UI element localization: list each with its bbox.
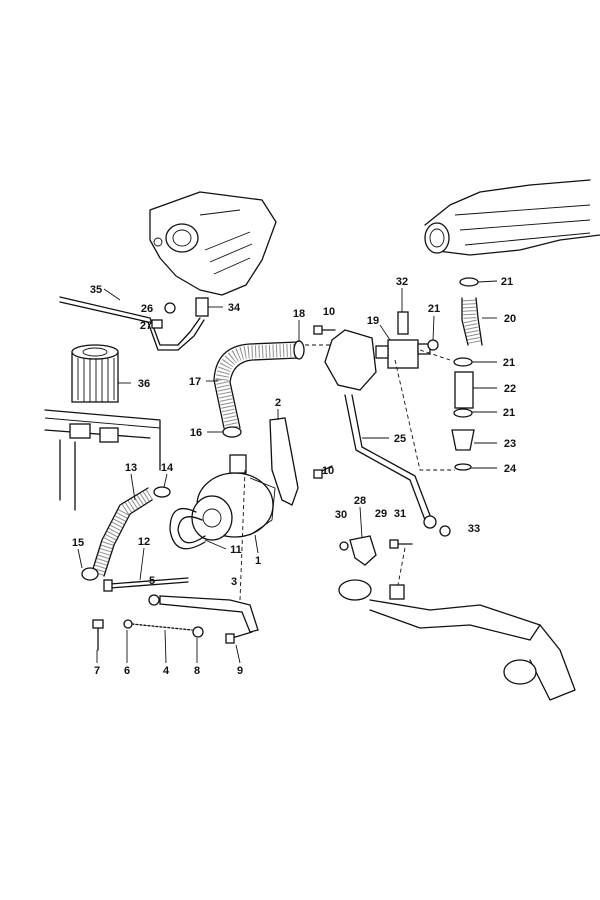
callout-29[interactable]: 29 [375, 508, 387, 520]
callout-15[interactable]: 15 [72, 537, 84, 549]
leader-lines [77, 280, 498, 664]
hose-13 [81, 486, 171, 581]
air-pump [191, 454, 276, 541]
callout-9[interactable]: 9 [237, 665, 243, 677]
callout-36[interactable]: 36 [138, 378, 150, 390]
callout-22[interactable]: 22 [504, 383, 516, 395]
callout-19[interactable]: 19 [367, 315, 379, 327]
callout-28[interactable]: 28 [354, 495, 366, 507]
callout-32[interactable]: 32 [396, 276, 408, 288]
callout-3[interactable]: 3 [231, 576, 237, 588]
callout-7[interactable]: 7 [94, 665, 100, 677]
callout-31[interactable]: 31 [394, 508, 406, 520]
crankcase [44, 409, 161, 511]
intake-manifold [424, 179, 600, 256]
callout-11[interactable]: 11 [230, 544, 242, 556]
callout-21[interactable]: 21 [428, 303, 440, 315]
callout-5[interactable]: 5 [149, 575, 155, 587]
callout-8[interactable]: 8 [194, 665, 200, 677]
callout-30[interactable]: 30 [335, 509, 347, 521]
callout-2[interactable]: 2 [275, 397, 281, 409]
callout-17[interactable]: 17 [189, 376, 201, 388]
callout-33[interactable]: 33 [468, 523, 480, 535]
callout-27[interactable]: 27 [140, 320, 152, 332]
callout-18[interactable]: 18 [293, 308, 305, 320]
filter-element [71, 344, 119, 403]
oil-line [59, 296, 209, 351]
callout-14[interactable]: 14 [161, 462, 174, 474]
callout-1[interactable]: 1 [255, 555, 261, 567]
exhaust-pipe [338, 579, 576, 701]
bracket-28 [349, 535, 377, 566]
drive-belt [169, 507, 206, 550]
valve-assembly [324, 311, 439, 391]
bracket-3 [159, 595, 259, 633]
callout-25[interactable]: 25 [394, 433, 406, 445]
callout-24[interactable]: 24 [504, 463, 517, 475]
callout-13[interactable]: 13 [125, 462, 137, 474]
callout-10[interactable]: 10 [323, 306, 335, 318]
hose-17 [213, 340, 305, 438]
callout-4[interactable]: 4 [163, 665, 170, 677]
callout-21[interactable]: 21 [503, 357, 515, 369]
callout-labels: 35 26 34 27 36 18 10 32 19 21 21 20 17 2… [72, 276, 517, 677]
callout-34[interactable]: 34 [228, 302, 241, 314]
engine-block-top [149, 191, 277, 296]
callout-21[interactable]: 21 [501, 276, 513, 288]
bracket-2 [269, 417, 299, 506]
callout-23[interactable]: 23 [504, 438, 516, 450]
callout-6[interactable]: 6 [124, 665, 130, 677]
callout-35[interactable]: 35 [90, 284, 102, 296]
dashed-connection [239, 344, 455, 601]
callout-12[interactable]: 12 [138, 536, 150, 548]
callout-16[interactable]: 16 [190, 427, 202, 439]
callout-10[interactable]: 10 [322, 465, 334, 477]
right-hoses [451, 277, 483, 471]
bolts [92, 325, 451, 651]
callout-26[interactable]: 26 [141, 303, 153, 315]
air-pipe [344, 394, 432, 521]
callout-21[interactable]: 21 [503, 407, 515, 419]
callout-20[interactable]: 20 [504, 313, 516, 325]
